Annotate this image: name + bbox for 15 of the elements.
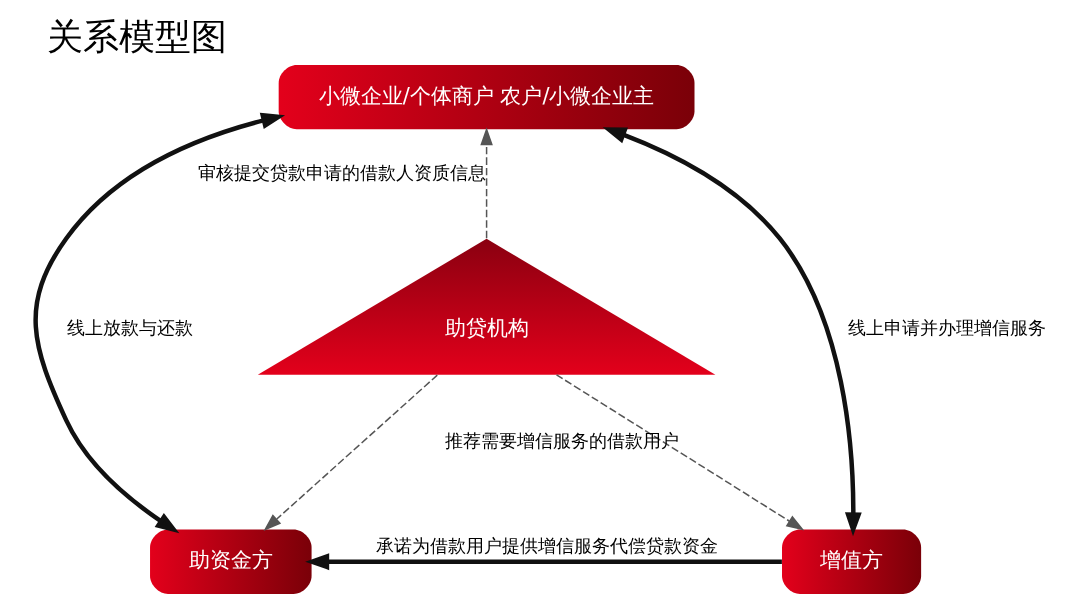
edge-label: 承诺为借款用户提供增信服务代偿贷款资金	[375, 535, 718, 557]
arrow	[479, 127, 493, 239]
arrow	[602, 127, 862, 537]
arrow	[304, 553, 782, 571]
arrow	[263, 374, 438, 531]
edge-label: 线上申请并办理增信服务	[847, 317, 1046, 339]
edge-label: 推荐需要增信服务的借款用户	[444, 430, 679, 452]
diagram-title: 关系模型图	[46, 15, 227, 57]
arrow	[33, 112, 285, 534]
arrow	[555, 374, 804, 531]
node-box: 助资金方	[149, 529, 312, 594]
node-box: 小微企业/个体商户 农户/小微企业主	[278, 64, 694, 130]
edge-label: 线上放款与还款	[66, 317, 193, 339]
node-box: 增值方	[781, 529, 921, 594]
edge-label: 审核提交贷款申请的借款人资质信息	[197, 162, 486, 184]
